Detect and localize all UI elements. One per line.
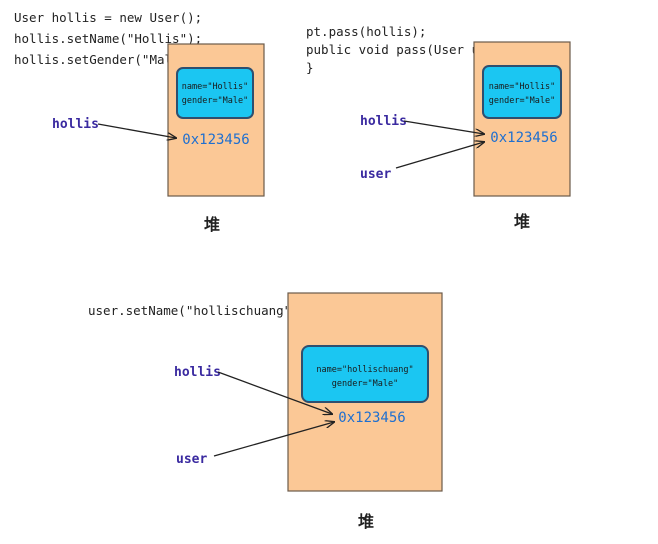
reference-arrow xyxy=(403,120,484,134)
reference-arrow xyxy=(97,123,176,138)
code-line: hollis.setName("Hollis"); xyxy=(14,31,202,46)
panel-2: pt.pass(hollis); public void pass(User u… xyxy=(306,24,571,231)
code-line: } xyxy=(306,60,314,75)
code-line: user.setName("hollischuang"); xyxy=(88,303,306,318)
reference-arrow xyxy=(213,422,334,457)
object-field: gender="Male" xyxy=(332,379,399,389)
variable-label: hollis xyxy=(360,114,407,129)
variable-label: user xyxy=(176,452,207,467)
object-box xyxy=(176,67,254,119)
object-box xyxy=(301,345,429,403)
object-field: name="hollischuang" xyxy=(316,365,413,375)
reference-arrow xyxy=(395,142,484,169)
object-field: gender="Male" xyxy=(182,96,249,106)
object-field: name="Hollis" xyxy=(182,82,249,92)
panel-3: user.setName("hollischuang"); name="holl… xyxy=(88,292,443,531)
code-line: User hollis = new User(); xyxy=(14,10,202,25)
code-line: pt.pass(hollis); xyxy=(306,24,426,39)
variable-label: hollis xyxy=(52,117,99,132)
reference-arrow xyxy=(217,371,332,414)
variable-label: user xyxy=(360,167,391,182)
heap-label: 堆 xyxy=(204,215,220,234)
memory-address: 0x123456 xyxy=(182,132,249,148)
object-field: name="Hollis" xyxy=(489,82,556,92)
panel-1: User hollis = new User(); hollis.setName… xyxy=(14,10,265,234)
variable-label: hollis xyxy=(174,365,221,380)
heap-label: 堆 xyxy=(358,512,374,531)
heap-label: 堆 xyxy=(514,212,530,231)
memory-address: 0x123456 xyxy=(338,410,405,426)
code-line: hollis.setGender("Male"); xyxy=(14,52,202,67)
memory-address: 0x123456 xyxy=(490,130,557,146)
code-line: public void pass(User user) { xyxy=(306,42,524,57)
object-box xyxy=(482,65,562,119)
heap-box xyxy=(167,43,265,197)
object-field: gender="Male" xyxy=(489,96,556,106)
